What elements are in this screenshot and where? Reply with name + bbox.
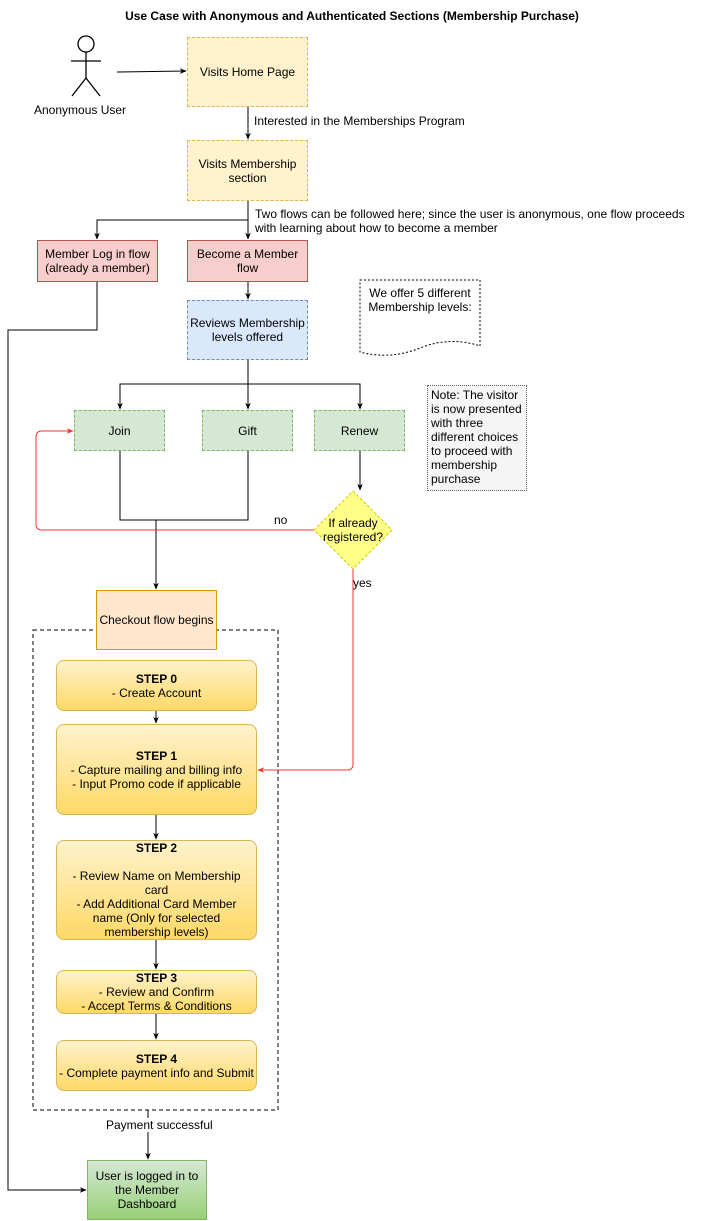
edge-decision-no-join (35, 428, 314, 531)
actor-label: Anonymous User (34, 103, 127, 117)
step-3[interactable]: STEP 3 - Review and Confirm - Accept Ter… (56, 970, 257, 1014)
edge-label-two-flows-line2: with learning about how to become a memb… (255, 221, 498, 235)
step-2-title: STEP 2 (135, 841, 178, 855)
node-member-dashboard[interactable]: User is logged in to the Member Dashboar… (87, 1160, 207, 1220)
edge-login-dashboard (7, 282, 98, 1193)
anonymous-user-icon (71, 35, 101, 97)
step-2-line-1 (67, 855, 246, 869)
edge-label-two-flows-line1: Two flows can be followed here; since th… (255, 207, 685, 221)
node-visits-home-page[interactable]: Visits Home Page (187, 37, 308, 107)
node-reviews-membership-levels[interactable]: Reviews Membership levels offered (187, 300, 308, 360)
diagram-title: Use Case with Anonymous and Authenticate… (125, 9, 579, 23)
edge-label-yes: yes (353, 576, 372, 590)
edge-reviews-join (117, 360, 249, 410)
step-3-title: STEP 3 (135, 971, 178, 985)
step-4[interactable]: STEP 4 - Complete payment info and Submi… (56, 1040, 257, 1091)
edge-join-gift-merge (119, 451, 249, 521)
levels-document-shape (359, 279, 481, 356)
step-0-line-1: - Create Account (111, 685, 202, 700)
step-3-line-1: - Review and Confirm (98, 985, 215, 999)
red-edges (35, 428, 354, 773)
node-checkout-flow-begins[interactable]: Checkout flow begins (96, 590, 217, 650)
step-0-title: STEP 0 (135, 671, 178, 686)
edge-section-login (94, 201, 249, 240)
node-join[interactable]: Join (74, 410, 165, 451)
step-4-title: STEP 4 (135, 1051, 178, 1066)
edge-label-no: no (274, 513, 288, 527)
edge-reviews-renew (248, 383, 363, 410)
node-decision-label[interactable]: If already registered? (322, 516, 384, 544)
edge-label-interested: Interested in the Memberships Program (254, 114, 465, 128)
step-4-line-1: - Complete payment info and Submit (59, 1065, 254, 1080)
node-visits-membership-section[interactable]: Visits Membership section (187, 140, 308, 201)
step-2-line-3: - Add Additional Card Member name (Only … (76, 897, 237, 939)
edge-decision-yes-step1 (257, 569, 354, 773)
step-2-line-2: - Review Name on Membership card (72, 869, 241, 897)
step-3-line-2: - Accept Terms & Conditions (81, 999, 232, 1013)
step-1[interactable]: STEP 1 - Capture mailing and billing inf… (56, 724, 257, 815)
edges (7, 68, 363, 1193)
node-member-login-flow[interactable]: Member Log in flow (already a member) (37, 240, 158, 282)
edge-actor-home (116, 68, 187, 74)
edge-label-payment-successful: Payment successful (105, 1118, 214, 1132)
step-1-line-2: - Input Promo code if applicable (72, 776, 241, 791)
step-1-title: STEP 1 (135, 748, 178, 763)
node-renew[interactable]: Renew (314, 410, 405, 451)
annotation-levels-document: We offer 5 different Membership levels: (368, 286, 472, 314)
step-2[interactable]: STEP 2 - Review Name on Membership card … (56, 840, 257, 940)
step-1-line-1: - Capture mailing and billing info (70, 762, 243, 777)
node-gift[interactable]: Gift (202, 410, 293, 451)
annotation-visitor-note: Note: The visitor is now presented with … (427, 385, 527, 491)
node-become-member-flow[interactable]: Become a Member flow (187, 240, 308, 282)
step-0[interactable]: STEP 0 - Create Account (56, 660, 257, 711)
